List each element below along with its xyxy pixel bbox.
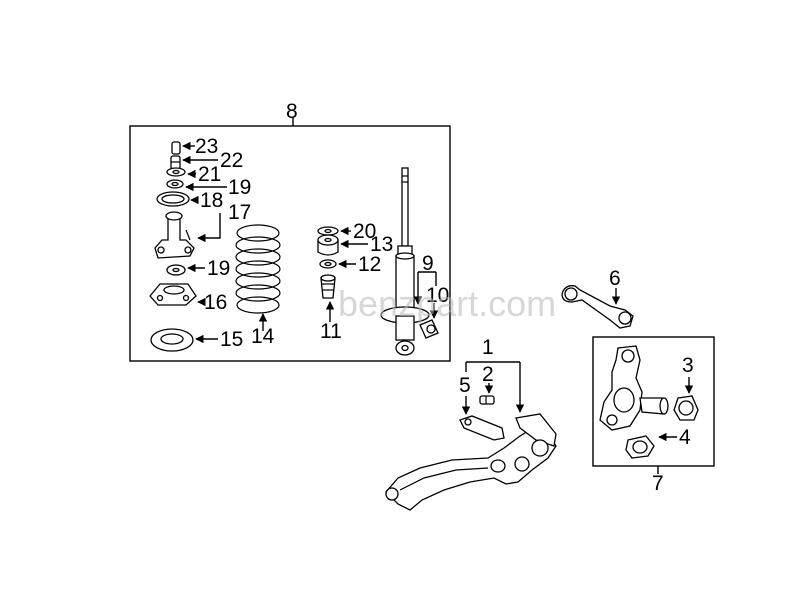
callout-4: 4 — [679, 426, 691, 449]
part-19-washer-upper — [166, 179, 184, 189]
callout-19-upper: 19 — [228, 176, 251, 199]
part-18-seal-ring — [156, 191, 190, 207]
part-9-shock-absorber — [380, 167, 430, 356]
callout-22: 22 — [220, 149, 243, 172]
callout-11: 11 — [320, 320, 342, 343]
part-6-lateral-link — [561, 285, 634, 329]
part-2-bolt — [479, 395, 495, 405]
callout-10: 10 — [426, 284, 449, 307]
callout-8: 8 — [286, 100, 298, 123]
part-16-spring-seat — [149, 283, 197, 306]
part-23-nut — [171, 141, 181, 155]
callout-15: 15 — [220, 328, 243, 351]
part-5-bracket — [459, 415, 505, 441]
callout-14: 14 — [251, 325, 275, 348]
part-15-lower-insulator — [150, 328, 194, 352]
callout-19-lower: 19 — [207, 257, 230, 280]
part-12-washer — [319, 259, 337, 269]
part-17-upper-mount — [154, 211, 195, 259]
callout-2: 2 — [482, 363, 494, 386]
strut-assembly-box — [129, 125, 451, 362]
part-19-washer-lower — [166, 264, 186, 276]
callout-7: 7 — [652, 472, 664, 495]
callout-17: 17 — [228, 201, 251, 224]
part-13-bushing — [317, 234, 339, 256]
callout-6: 6 — [609, 267, 621, 290]
part-14-coil-spring — [235, 224, 281, 314]
callout-20: 20 — [353, 220, 376, 243]
part-1-trailing-arm — [385, 413, 557, 511]
watermark: benzpart.com — [338, 283, 556, 324]
leader-lines — [182, 141, 694, 442]
callout-21: 21 — [198, 163, 221, 186]
part-20-washer — [317, 226, 339, 236]
callout-16: 16 — [204, 291, 227, 314]
knuckle-assembly-box — [592, 336, 715, 467]
callout-9: 9 — [422, 252, 434, 275]
part-10-bushing — [419, 319, 439, 339]
part-22-bushing — [170, 155, 181, 170]
callout-13: 13 — [370, 233, 393, 256]
part-4-bushing — [625, 435, 655, 459]
knuckle-body — [599, 345, 669, 431]
callout-12: 12 — [358, 253, 381, 276]
part-21-washer — [166, 167, 186, 177]
part-3-bushing — [673, 395, 699, 421]
callout-3: 3 — [682, 354, 694, 377]
callout-23: 23 — [195, 135, 218, 158]
callout-5: 5 — [459, 374, 471, 397]
part-11-bump-stop — [320, 274, 336, 299]
callout-18: 18 — [200, 189, 223, 212]
callout-1: 1 — [482, 336, 494, 359]
